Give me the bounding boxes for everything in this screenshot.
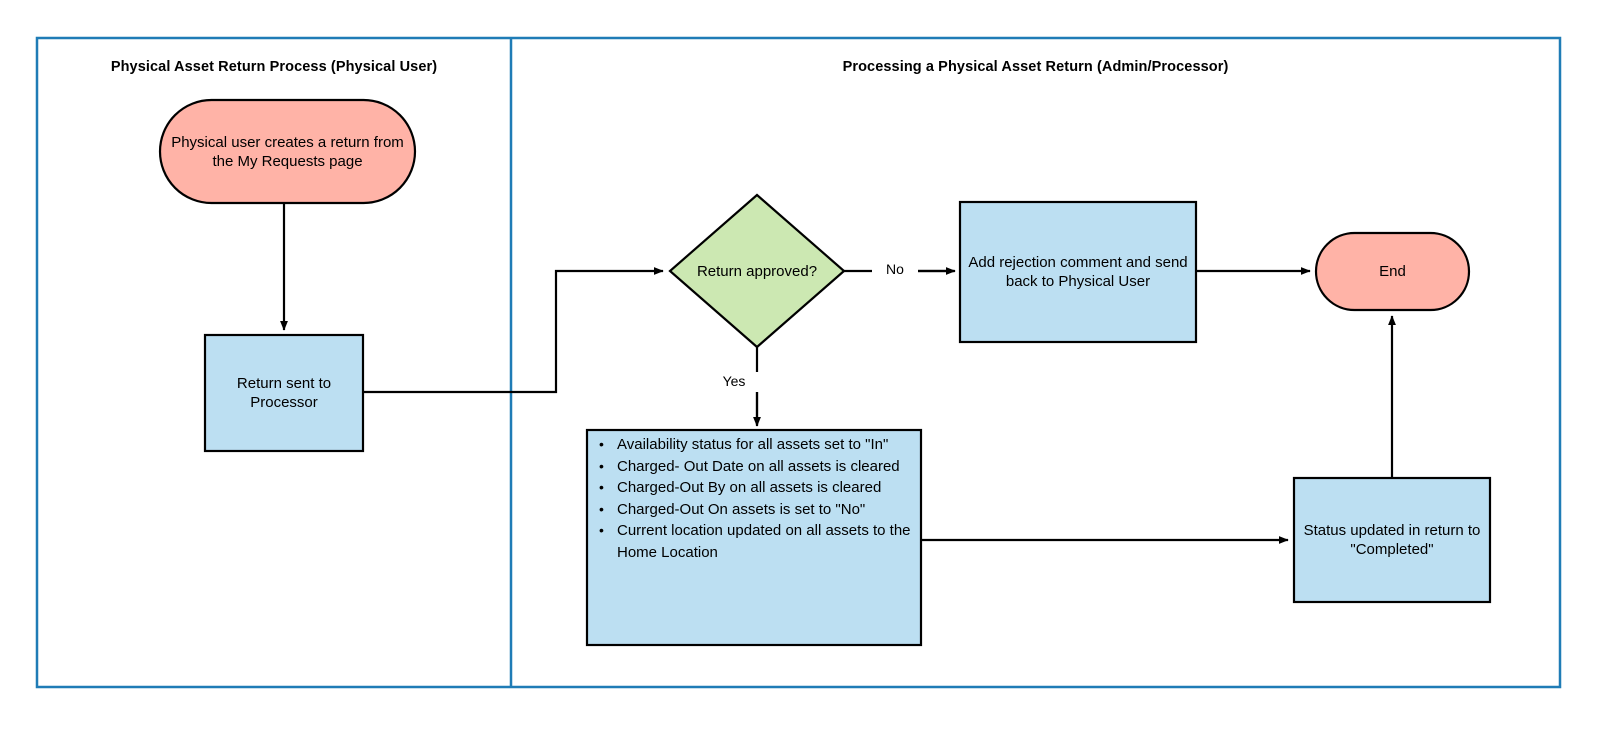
node-status-updated-shape[interactable]: [1292, 476, 1492, 604]
node-asset-updates-label: Availability status for all assets set t…: [587, 434, 921, 641]
list-item: Charged- Out Date on all assets is clear…: [599, 456, 915, 478]
edge-label-no: No: [886, 261, 904, 277]
edge-return-sent-to-decision: [363, 267, 664, 394]
node-return-sent-shape[interactable]: [203, 333, 365, 453]
list-item: Charged-Out By on all assets is cleared: [599, 477, 915, 499]
edge-label-yes: Yes: [722, 373, 746, 389]
pool-title-right: Processing a Physical Asset Return (Admi…: [842, 59, 1229, 75]
asset-updates-bullet-list: Availability status for all assets set t…: [587, 434, 921, 563]
node-decision-shape[interactable]: [668, 193, 846, 349]
pool-title-left: Physical Asset Return Process (Physical …: [110, 59, 438, 75]
list-item: Current location updated on all assets t…: [599, 520, 915, 563]
node-rejection-shape[interactable]: [958, 200, 1198, 344]
node-end-shape[interactable]: [1314, 231, 1471, 312]
list-item: Charged-Out On assets is set to "No": [599, 499, 915, 521]
pool-container: [35, 36, 1562, 689]
node-start-shape[interactable]: [158, 98, 417, 205]
list-item: Availability status for all assets set t…: [599, 434, 915, 456]
